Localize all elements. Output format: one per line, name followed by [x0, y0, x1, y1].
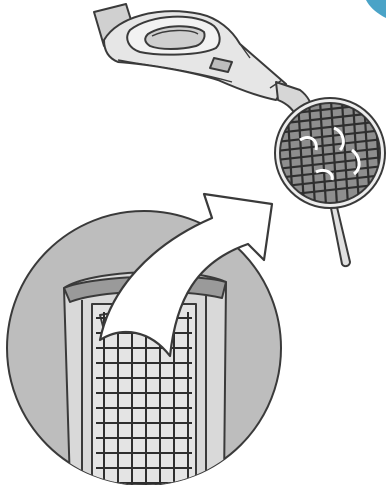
corner-accent [366, 0, 386, 18]
grille-wire-vertical [318, 103, 328, 203]
grille-wire-horizontal [280, 173, 380, 189]
grille-wire-horizontal [280, 155, 380, 171]
handheld-vacuum-icon [93, 3, 287, 101]
grille-wire-vertical [296, 103, 306, 203]
debris-fleck [299, 136, 318, 151]
debris-fleck [333, 126, 345, 152]
debris-fleck [315, 168, 334, 181]
grille-wire-vertical [340, 103, 350, 203]
debris-fleck [351, 148, 361, 176]
zoom-arrow-icon [98, 192, 274, 358]
heater-front-grille-icon [96, 312, 192, 485]
grille-wire-vertical [307, 103, 317, 203]
magnifier-handle-icon [329, 202, 351, 268]
grille-wire-vertical [329, 103, 339, 203]
